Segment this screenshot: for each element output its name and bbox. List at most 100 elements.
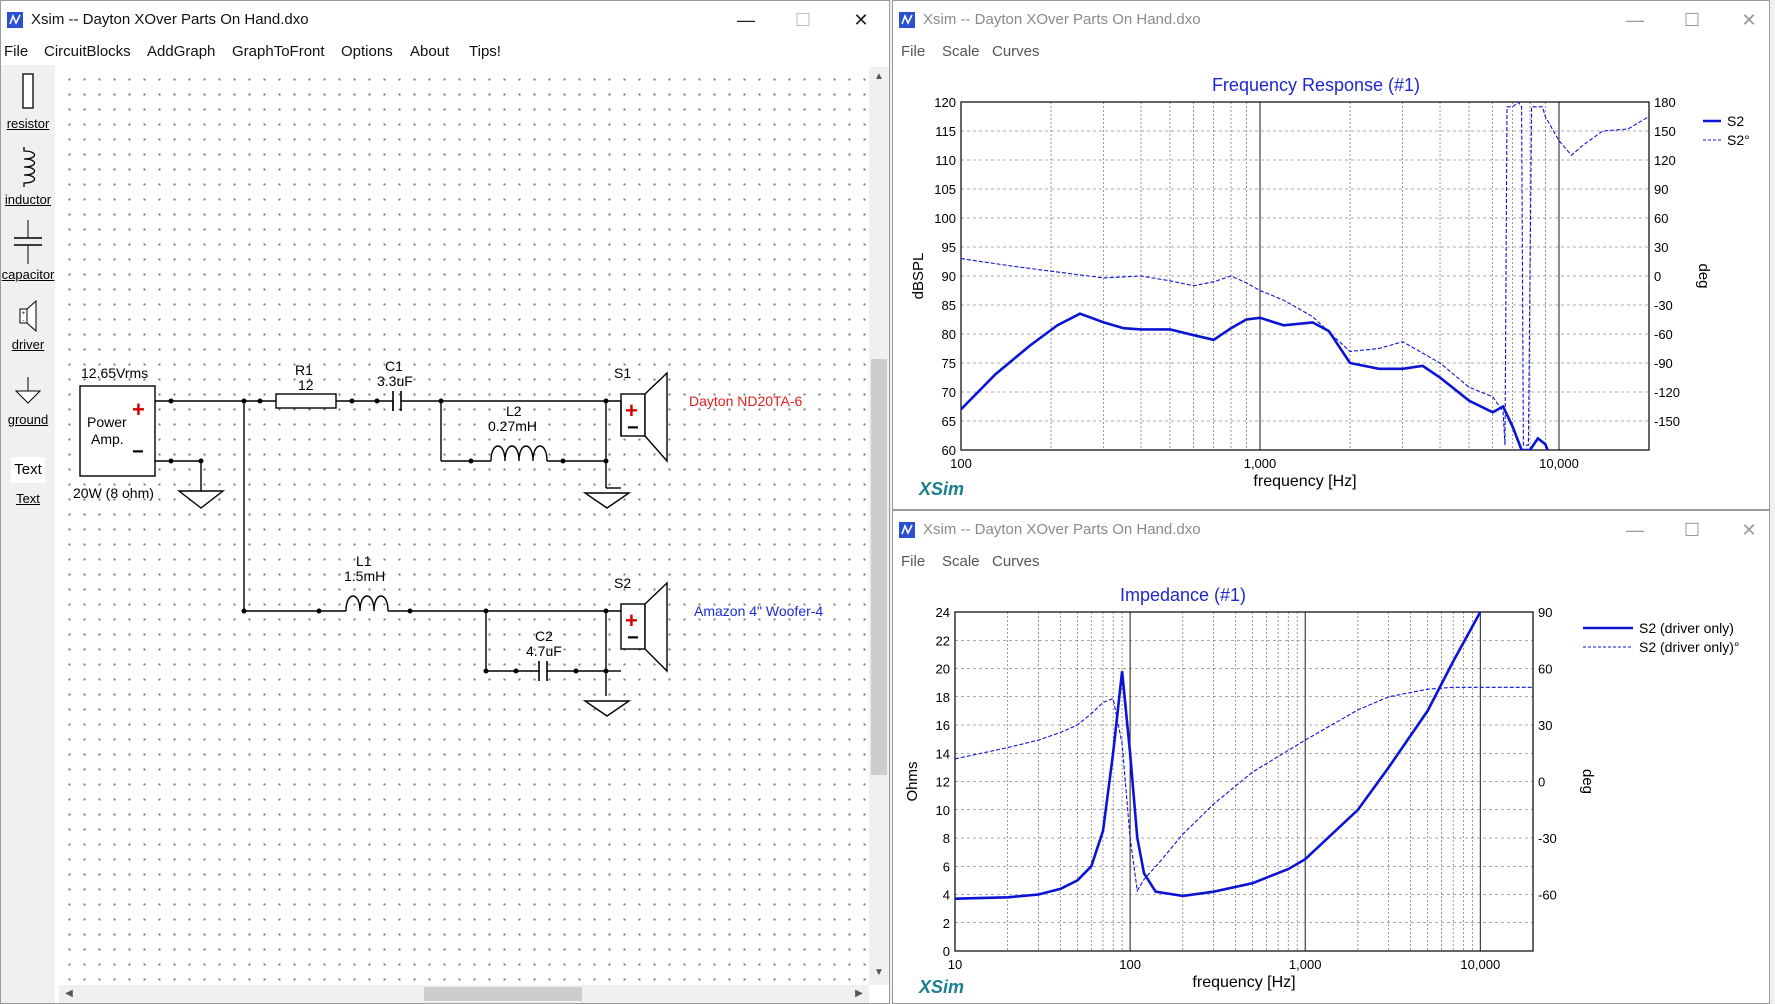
menu-about[interactable]: About <box>410 43 450 60</box>
menu-file[interactable]: File <box>901 43 926 60</box>
y-tick-label: 65 <box>942 414 956 429</box>
svg-text:+: + <box>22 311 26 317</box>
c2-value: 4.7uF <box>526 643 562 659</box>
window-title: Xsim -- Dayton XOver Parts On Hand.dxo <box>31 11 309 28</box>
scroll-left-icon[interactable]: ◀ <box>65 988 73 999</box>
window-title: Xsim -- Dayton XOver Parts On Hand.dxo <box>923 521 1201 538</box>
inductor-icon <box>23 147 36 187</box>
y2-tick-label: 60 <box>1654 211 1668 226</box>
minimize-icon[interactable]: — <box>1626 9 1644 30</box>
palette-label: capacitor <box>1 267 55 282</box>
palette-driver[interactable]: +- driver <box>1 298 55 352</box>
amp-minus-sign: − <box>132 441 144 463</box>
s1-minus-sign: − <box>627 417 639 439</box>
palette-text[interactable]: Text Text <box>1 457 55 506</box>
y-tick-label: 22 <box>936 633 950 648</box>
y2-tick-label: 120 <box>1654 153 1676 168</box>
menu-scale[interactable]: Scale <box>942 553 980 570</box>
l2-inductor-symbol <box>490 445 548 462</box>
y-tick-label: 80 <box>942 327 956 342</box>
y-tick-label: 100 <box>934 211 956 226</box>
c1-value: 3.3uF <box>377 373 413 389</box>
palette-label: Text <box>16 491 40 506</box>
series-line-1 <box>961 312 1550 450</box>
xsim-logo: XSim <box>919 479 965 499</box>
minimize-icon[interactable]: — <box>1626 519 1644 540</box>
palette-label: ground <box>7 412 49 427</box>
y-tick-label: 2 <box>943 916 950 931</box>
s2-plus-sign: + <box>625 608 638 633</box>
menu-addgraph[interactable]: AddGraph <box>147 43 216 60</box>
plot-frame <box>960 101 1650 451</box>
scroll-thumb[interactable] <box>871 359 887 775</box>
y2-tick-label: -90 <box>1654 356 1673 371</box>
close-icon[interactable]: ✕ <box>1741 519 1757 540</box>
y2-tick-label: 180 <box>1654 95 1676 110</box>
y-tick-label: 120 <box>934 95 956 110</box>
amp-voltage-label: 12.65Vrms <box>81 365 148 381</box>
menu-options[interactable]: Options <box>341 43 393 60</box>
s2-minus-sign: − <box>627 627 639 649</box>
freq-titlebar[interactable]: Xsim -- Dayton XOver Parts On Hand.dxo —… <box>893 1 1769 39</box>
schematic-titlebar[interactable]: Xsim -- Dayton XOver Parts On Hand.dxo —… <box>1 1 889 39</box>
minimize-icon[interactable]: — <box>737 9 755 30</box>
impedance-window: Xsim -- Dayton XOver Parts On Hand.dxo —… <box>892 510 1770 1004</box>
y2-tick-label: 90 <box>1538 605 1552 620</box>
palette-ground[interactable]: ground <box>1 375 55 427</box>
x-tick-label: 1,000 <box>1289 957 1322 972</box>
menu-scale[interactable]: Scale <box>942 43 980 60</box>
y-tick-label: 18 <box>936 690 950 705</box>
menu-file[interactable]: File <box>4 43 29 60</box>
y-tick-label: 70 <box>942 385 956 400</box>
menu-curves[interactable]: Curves <box>992 553 1040 570</box>
scroll-up-icon[interactable]: ▲ <box>874 71 884 82</box>
horizontal-scrollbar[interactable]: ◀ ▶ <box>59 985 869 1003</box>
close-icon[interactable]: ✕ <box>1741 9 1757 30</box>
close-icon[interactable]: ✕ <box>853 9 869 30</box>
y-tick-label: 12 <box>936 775 950 790</box>
window-title: Xsim -- Dayton XOver Parts On Hand.dxo <box>923 11 1201 28</box>
vertical-scrollbar[interactable]: ▲ ▼ <box>869 67 889 985</box>
y2-tick-label: -30 <box>1654 298 1673 313</box>
y2-tick-label: -120 <box>1654 385 1680 400</box>
y2-tick-label: 30 <box>1538 718 1552 733</box>
scroll-right-icon[interactable]: ▶ <box>855 988 863 999</box>
s2-name: S2 <box>614 575 631 591</box>
menu-tips[interactable]: Tips! <box>469 43 501 60</box>
xsim-app-icon <box>899 12 915 28</box>
maximize-icon[interactable]: ☐ <box>794 9 812 30</box>
s2-driver-name: Amazon 4" Woofer-4 <box>694 603 823 619</box>
l1-inductor-symbol <box>345 595 389 612</box>
y2-tick-label: -150 <box>1654 414 1680 429</box>
palette-inductor[interactable]: inductor <box>1 145 55 207</box>
y-tick-label: 6 <box>943 859 950 874</box>
r1-value: 12 <box>298 377 314 393</box>
menu-circuitblocks[interactable]: CircuitBlocks <box>44 43 131 60</box>
legend-label: S2° <box>1727 132 1750 148</box>
palette-capacitor[interactable]: capacitor <box>1 220 55 282</box>
y-tick-label: 8 <box>943 831 950 846</box>
x-tick-label: 100 <box>1119 957 1141 972</box>
menu-graphtofront[interactable]: GraphToFront <box>232 43 325 60</box>
maximize-icon[interactable]: ☐ <box>1683 9 1701 30</box>
menu-file[interactable]: File <box>901 553 926 570</box>
imp-titlebar[interactable]: Xsim -- Dayton XOver Parts On Hand.dxo —… <box>893 511 1769 549</box>
c2-name: C2 <box>535 628 553 644</box>
plot-frame <box>954 611 1534 952</box>
y2-tick-label: 150 <box>1654 124 1676 139</box>
schematic-canvas[interactable]: 12.65Vrms Power Amp. 20W (8 ohm) R1 12 C… <box>59 69 869 987</box>
text-icon: Text <box>11 457 45 483</box>
maximize-icon[interactable]: ☐ <box>1683 519 1701 540</box>
palette-resistor[interactable]: resistor <box>1 71 55 131</box>
y-tick-label: 60 <box>942 443 956 458</box>
amp-plus-sign: + <box>132 397 145 422</box>
y-tick-label: 20 <box>936 662 950 677</box>
chart-title: Impedance (#1) <box>1119 585 1247 605</box>
menu-curves[interactable]: Curves <box>992 43 1040 60</box>
hscroll-thumb[interactable] <box>424 987 582 1001</box>
x-axis-label: frequency [Hz] <box>1253 473 1356 490</box>
scroll-down-icon[interactable]: ▼ <box>874 967 884 978</box>
chart-title: Frequency Response (#1) <box>1211 75 1421 95</box>
schematic-menubar: File CircuitBlocks AddGraph GraphToFront… <box>1 39 889 65</box>
y-tick-label: 115 <box>935 124 956 139</box>
